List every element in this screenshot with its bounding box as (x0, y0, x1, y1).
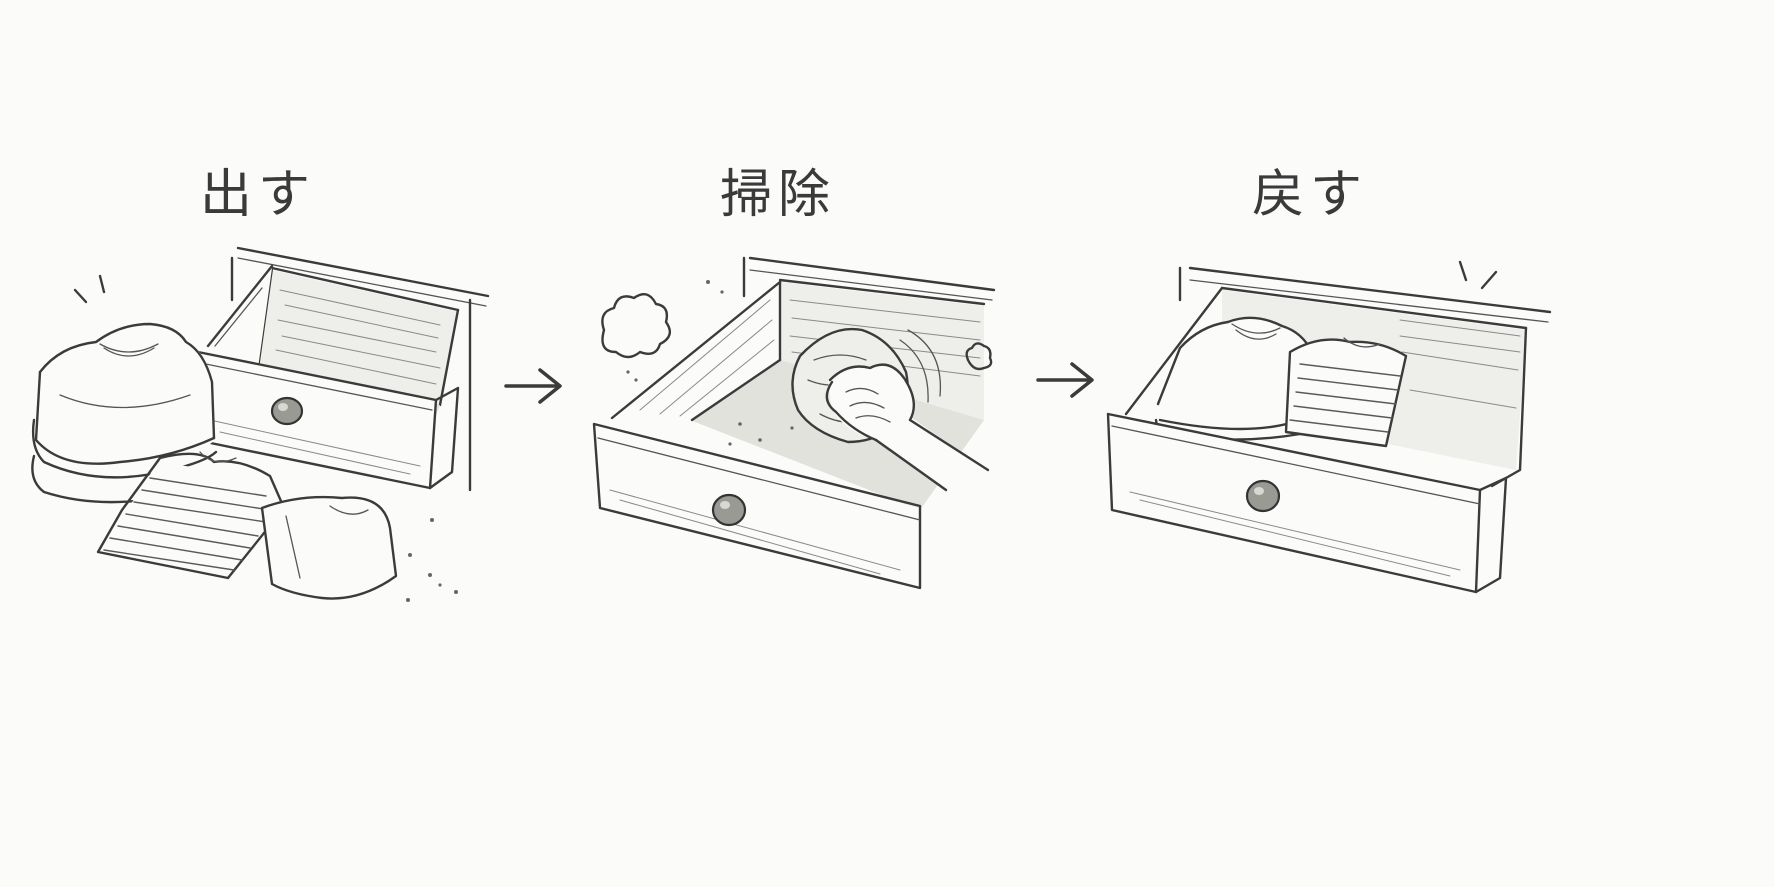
step-3-label: 戻す (1251, 165, 1369, 225)
drawer-with-folded-clothes-icon (1106, 260, 1552, 594)
step-2-label: 掃除 (719, 165, 837, 225)
drawer-with-removed-clothes-icon (31, 246, 490, 602)
right-arrow-icon (1036, 362, 1094, 398)
hand-wiping-drawer-with-cloth-icon (592, 256, 996, 590)
step-1-label: 出す (199, 165, 317, 225)
right-arrow-icon (504, 368, 562, 404)
